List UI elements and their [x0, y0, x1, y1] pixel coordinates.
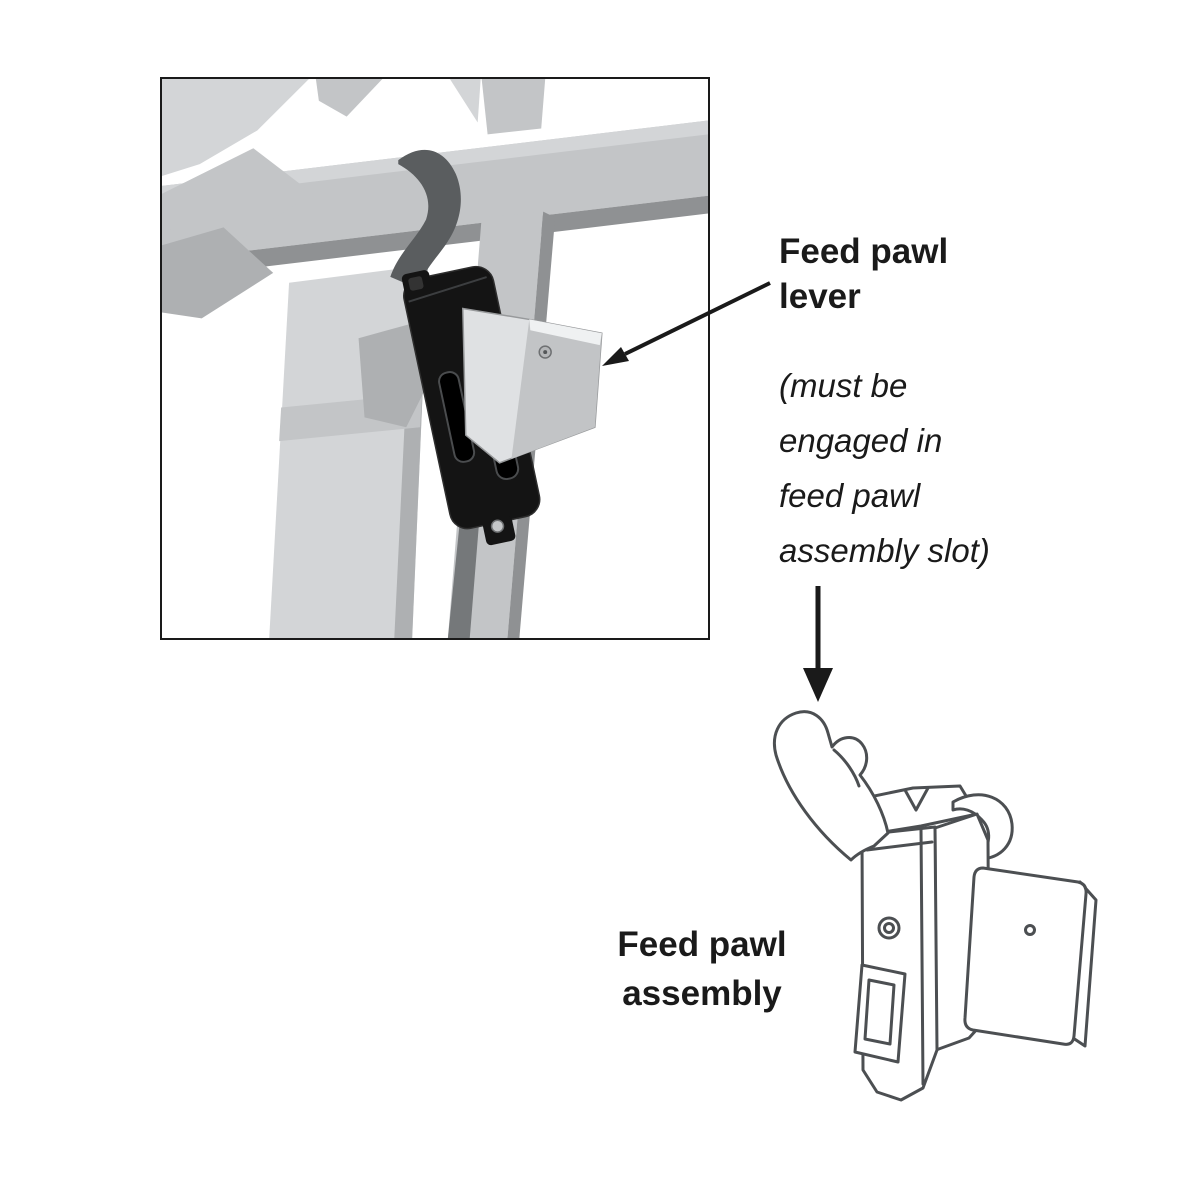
machine-rail-top-notch — [449, 79, 481, 123]
assembly-edge-line — [919, 826, 925, 1086]
lever-label-line1: Feed pawl — [779, 232, 949, 271]
lever-note-line2: engaged in — [779, 422, 943, 460]
lever-label-line2: lever — [779, 276, 861, 316]
assembly-pad-dot — [1024, 924, 1036, 936]
assembly-line-art — [772, 710, 1098, 1102]
assembly-top-edge-line — [865, 840, 934, 852]
down-arrowhead — [803, 668, 833, 702]
assembly-top-notch — [903, 786, 930, 812]
assembly-label: Feed pawl assembly — [552, 920, 852, 1018]
assembly-bottom-screw — [490, 519, 505, 533]
feed-pawl-lever-fold — [511, 319, 602, 459]
assembly-pad — [963, 866, 1088, 1046]
assembly-lever-arm — [772, 710, 890, 862]
assembly-label-line2: assembly — [622, 974, 782, 1013]
lever-note-line4: assembly slot) — [779, 532, 990, 570]
assembly-label-line1: Feed pawl — [617, 925, 787, 964]
machine-hook — [390, 149, 461, 289]
closeup-inset — [160, 77, 710, 640]
assembly-lever-contour — [832, 748, 861, 788]
lever-note-line1: (must be — [779, 367, 908, 404]
assembly-screw-hole-center — [883, 922, 895, 934]
machine-part-a — [162, 79, 309, 176]
lever-label: Feed pawl lever — [779, 230, 948, 320]
closeup-illustration — [162, 79, 708, 638]
machine-rail-top — [481, 79, 546, 135]
lever-note-line3: feed pawl — [779, 477, 921, 515]
assembly-clip-slot — [863, 978, 896, 1046]
feed-pawl-lever-bevel — [529, 319, 602, 346]
machine-part-d — [162, 227, 274, 319]
machine-part-c — [162, 148, 313, 246]
machine-bracket — [358, 322, 433, 428]
lever-screw-center — [543, 350, 548, 355]
lever-note: (must be engaged in feed pawl assembly s… — [779, 358, 990, 578]
machine-part-b — [315, 79, 383, 117]
assembly-illustration — [755, 698, 1100, 1128]
